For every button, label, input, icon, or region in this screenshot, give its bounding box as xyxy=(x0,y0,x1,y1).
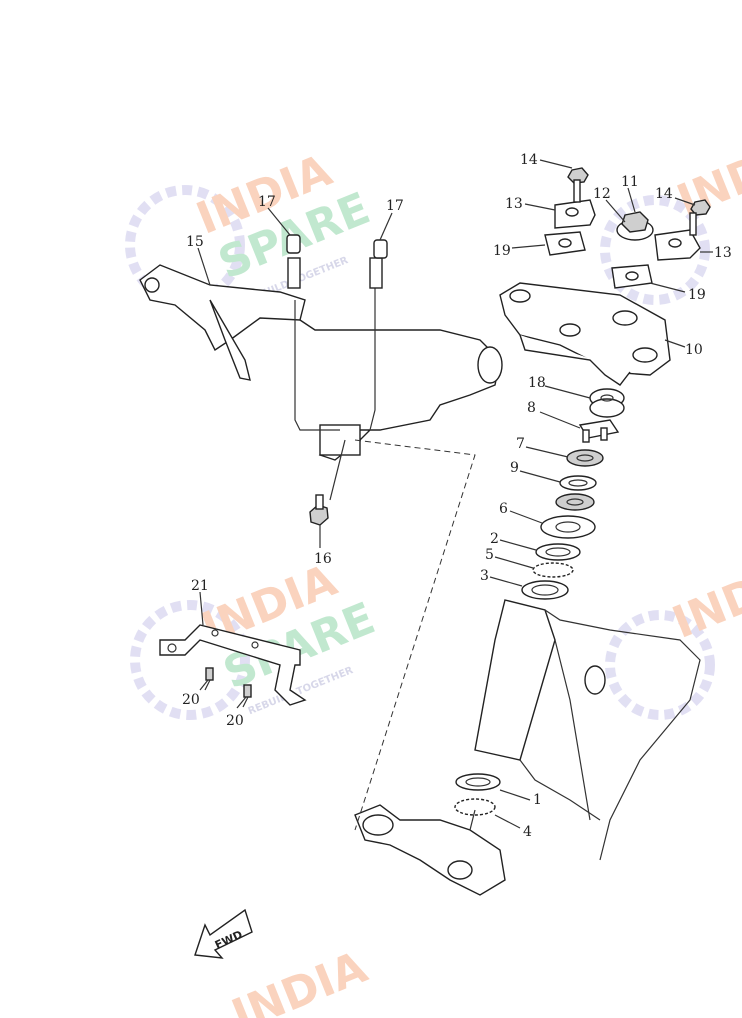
watermark-mid-left: INDIA SPARE REBUILD TOGETHER xyxy=(130,555,382,720)
callout-12: 12 xyxy=(593,186,611,202)
ball-race-1 xyxy=(455,773,501,791)
bolt-20-right xyxy=(242,684,252,708)
watermark-logo-icon xyxy=(130,600,250,720)
callout-21: 21 xyxy=(191,578,209,594)
bolt-20-left xyxy=(204,667,214,691)
callout-11: 11 xyxy=(621,174,639,190)
rubber-washer-9 xyxy=(559,475,597,491)
spacer-18 xyxy=(589,388,625,418)
ball-race-3 xyxy=(521,580,569,600)
frame-head-pipe xyxy=(474,599,701,861)
ring-nut-lower xyxy=(555,493,595,511)
lower-clamp-right xyxy=(611,264,653,289)
cable-sleeve-left xyxy=(286,234,301,254)
callout-3: 3 xyxy=(480,568,489,584)
callout-19-right: 19 xyxy=(688,287,706,303)
bolt-16 xyxy=(309,439,346,526)
dust-cover-6 xyxy=(540,515,596,539)
callout-4: 4 xyxy=(523,824,532,840)
under-bracket xyxy=(354,804,506,896)
callout-17-right: 17 xyxy=(386,198,404,214)
ring-nut-7 xyxy=(566,449,604,467)
upper-clamp-right xyxy=(654,229,701,261)
callout-1: 1 xyxy=(533,792,542,808)
ball-bearing-4 xyxy=(454,798,496,816)
clamp-bolt-right xyxy=(689,199,711,236)
fwd-arrow-icon: FWD xyxy=(194,908,253,959)
callout-20-left: 20 xyxy=(182,692,200,708)
callout-10: 10 xyxy=(685,342,703,358)
assembly-line xyxy=(354,439,476,831)
callout-18: 18 xyxy=(528,375,546,391)
watermark-logo-icon xyxy=(600,195,710,305)
callout-14-left: 14 xyxy=(520,152,538,168)
bracket-21 xyxy=(159,624,307,706)
callout-5: 5 xyxy=(485,547,494,563)
callout-13-left: 13 xyxy=(505,196,523,212)
callout-2: 2 xyxy=(490,531,499,547)
watermark-india: INDIA xyxy=(225,942,374,1018)
callout-14-right: 14 xyxy=(655,186,673,202)
callout-6: 6 xyxy=(499,501,508,517)
ball-bearing-5 xyxy=(532,562,574,578)
lock-washer-8 xyxy=(578,419,620,443)
ball-race-2 xyxy=(535,543,581,561)
lower-clamp-left xyxy=(544,231,586,256)
cable-sleeve-right xyxy=(373,239,388,259)
steering-stem-nut xyxy=(616,211,654,241)
callout-17-left: 17 xyxy=(258,194,276,210)
watermark-bottom: INDIA xyxy=(225,942,374,1018)
callout-15: 15 xyxy=(186,234,204,250)
callout-19-left: 19 xyxy=(493,243,511,259)
callout-13-right: 13 xyxy=(714,245,732,261)
leader-lines xyxy=(197,159,713,829)
callout-8: 8 xyxy=(527,400,536,416)
handlebar-holder xyxy=(139,257,503,461)
upper-bracket xyxy=(499,282,671,386)
clamp-bolt-left xyxy=(567,167,589,203)
callouts: 14 11 12 14 13 13 19 19 10 17 17 15 18 8… xyxy=(182,152,732,840)
callout-9: 9 xyxy=(510,460,519,476)
watermark-logo-icon xyxy=(605,610,715,720)
callout-7: 7 xyxy=(516,436,525,452)
watermark-india: INDIA xyxy=(666,549,742,649)
watermark-mid-right: INDIA xyxy=(605,549,742,720)
upper-clamp-left xyxy=(554,199,596,229)
callout-16: 16 xyxy=(314,551,332,567)
callout-20-right: 20 xyxy=(226,713,244,729)
